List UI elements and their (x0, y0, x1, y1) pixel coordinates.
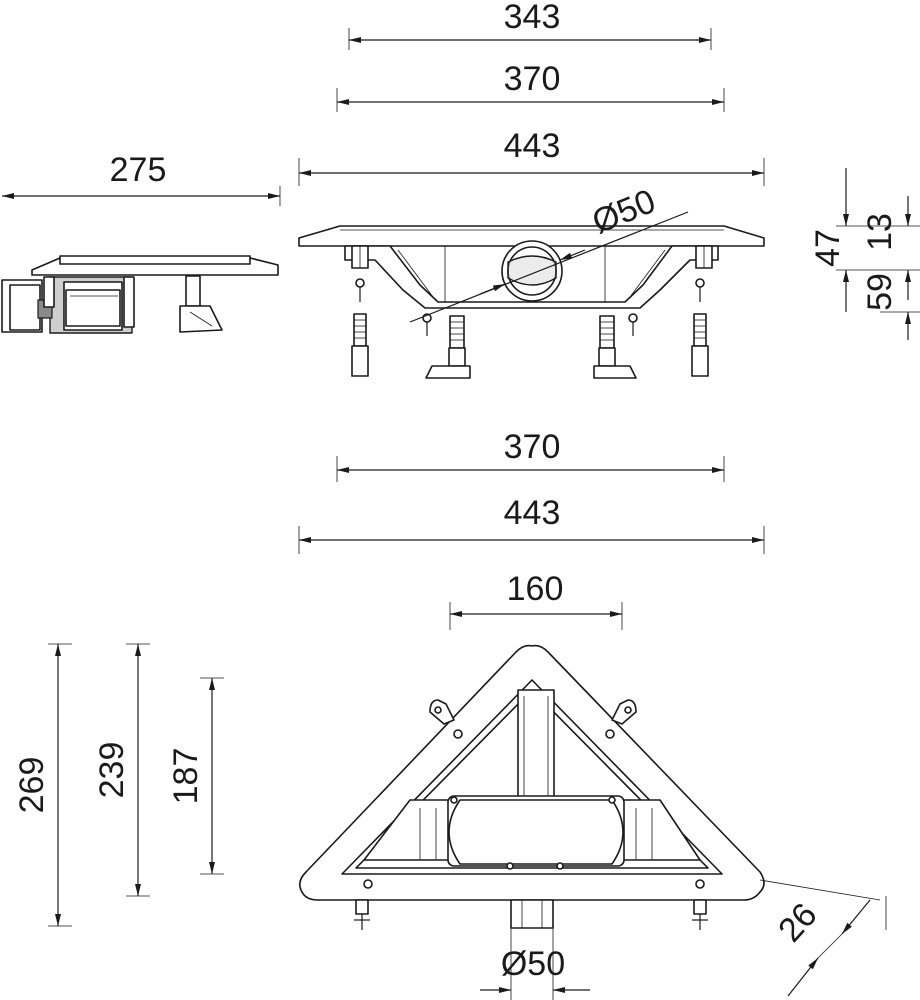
plan-view-drawing (298, 644, 765, 930)
dimension-275: 275 (2, 151, 281, 206)
dimension-diameter-50-bottom: Ø50 (480, 928, 590, 1000)
dimension-13-label: 13 (861, 213, 899, 251)
dimension-269-label: 269 (13, 757, 51, 814)
dimension-343-label: 343 (504, 0, 561, 36)
dimension-vertical-right: 47 13 59 (809, 168, 920, 340)
dimension-187-label: 187 (167, 748, 205, 805)
dimension-443-bottom-label: 443 (504, 494, 561, 532)
dimension-343: 343 (348, 0, 712, 50)
dimension-26: 26 (759, 879, 887, 997)
dimension-370-top: 370 (336, 60, 725, 112)
dimension-59-label: 59 (861, 273, 899, 311)
screw-3 (628, 313, 638, 336)
dimension-47-label: 47 (809, 229, 847, 267)
dimension-443-top-label: 443 (504, 127, 561, 165)
dimension-26-label: 26 (771, 896, 825, 950)
dimension-160: 160 (449, 570, 623, 630)
dimension-vertical-left: 269 239 187 (13, 643, 224, 927)
screw-4 (695, 278, 705, 302)
front-view-drawing (298, 225, 765, 379)
dimension-370-bottom-label: 370 (504, 428, 561, 466)
diameter-50-bottom-label: Ø50 (501, 945, 565, 983)
anchor-2 (425, 315, 471, 379)
side-view-drawing (1, 255, 279, 334)
screw-1 (355, 278, 365, 302)
anchor-3 (593, 315, 637, 379)
dimension-370-bottom: 370 (336, 428, 725, 482)
dimension-275-label: 275 (110, 151, 167, 189)
dimension-370-top-label: 370 (504, 60, 561, 98)
anchor-1 (351, 313, 369, 377)
dimension-443-top: 443 (298, 127, 765, 186)
dimension-160-label: 160 (507, 570, 564, 608)
anchor-4 (691, 313, 709, 377)
dimension-443-bottom: 443 (298, 494, 765, 554)
dimension-239-label: 239 (93, 742, 131, 799)
screw-2 (422, 313, 432, 336)
